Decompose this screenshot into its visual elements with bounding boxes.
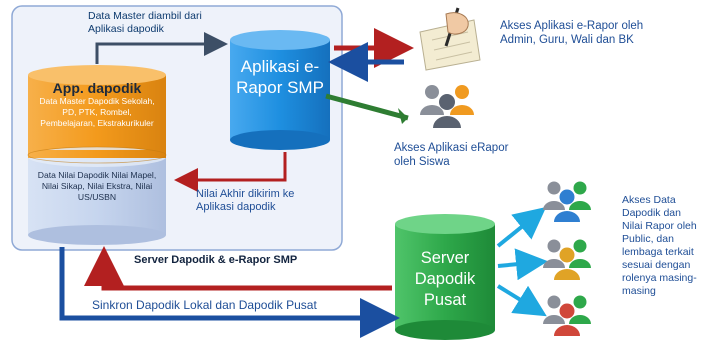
arrow-pusat-public-2 — [497, 248, 548, 281]
hand-writing-icon — [419, 7, 481, 71]
label-aplikasi-erapor: Aplikasi e-Rapor SMP — [236, 57, 324, 98]
arrow-sinkron-to-pusat — [59, 247, 400, 338]
label-nilai-akhir: Nilai Akhir dikirim ke Aplikasi dapodik — [196, 188, 295, 214]
arrow-master-to-erapor — [95, 32, 228, 64]
users-group-icon — [543, 295, 591, 336]
arrow-pusat-public-3 — [496, 284, 547, 317]
users-group-icon — [543, 181, 591, 222]
arrow-head-siswa — [398, 108, 408, 124]
arrow-pusat-to-dapodik — [84, 246, 392, 291]
arrow-erapor-to-siswa — [325, 93, 409, 121]
label-sinkron: Sinkron Dapodik Lokal dan Dapodik Pusat — [92, 298, 317, 312]
label-server-caption: Server Dapodik & e-Rapor SMP — [134, 254, 298, 266]
users-group-icon — [420, 85, 474, 128]
label-data-master-from: Data Master diambil dari Aplikasi dapodi… — [88, 10, 202, 35]
label-akses-siswa: Akses Aplikasi eRapor oleh Siswa — [394, 142, 509, 168]
app-dapodik-cylinder — [27, 65, 167, 245]
users-group-icon — [543, 239, 591, 280]
label-akses-public: Akses Data Dapodik dan Nilai Rapor oleh … — [622, 194, 697, 298]
arrow-pusat-public-1 — [496, 206, 547, 248]
label-akses-admin: Akses Aplikasi e-Rapor oleh Admin, Guru,… — [500, 20, 644, 46]
arrow-nilai-to-dapodik — [174, 152, 287, 192]
server-pusat-cylinder — [395, 214, 495, 340]
label-app-dapodik-nilai: Data Nilai Dapodik Nilai Mapel, Nilai Si… — [37, 170, 157, 203]
label-server-pusat: Server Dapodik Pusat — [414, 249, 476, 310]
label-app-dapodik-title: App. dapodik — [52, 80, 142, 96]
erapor-cylinder — [230, 30, 330, 150]
label-app-dapodik-data: Data Master Dapodik Sekolah, PD, PTK, Ro… — [39, 96, 155, 128]
